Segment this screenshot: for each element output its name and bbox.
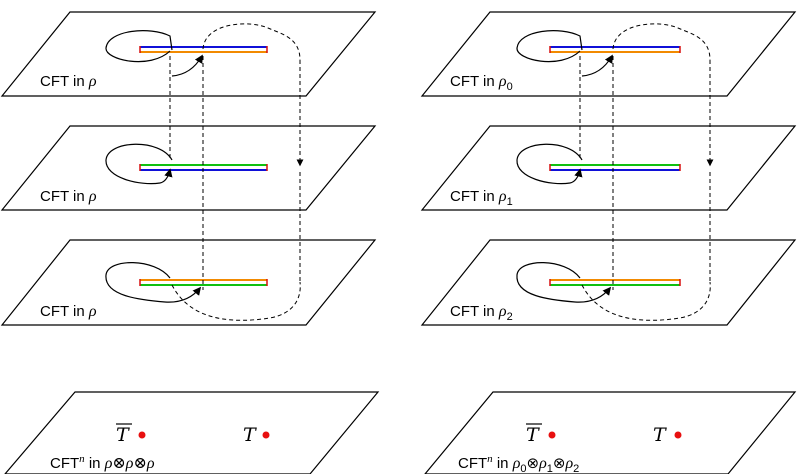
twist-bar-point bbox=[548, 431, 556, 439]
sheet-plane bbox=[424, 391, 797, 474]
dashed-bottom-loop bbox=[581, 281, 711, 321]
twist-bar-point bbox=[138, 431, 146, 439]
replica-label: CFTn in ρ0⊗ρ1⊗ρ2 bbox=[458, 453, 579, 474]
loop-arrow bbox=[171, 54, 203, 77]
sheet-plane bbox=[4, 391, 380, 474]
sheet-plane bbox=[0, 125, 377, 211]
twist-bar-label: T bbox=[526, 424, 540, 446]
monodromy-loop bbox=[105, 30, 173, 63]
twist-point bbox=[674, 431, 682, 439]
sheet-label: CFT in ρ bbox=[40, 73, 97, 90]
sheet-label: CFT in ρ2 bbox=[450, 303, 513, 323]
sheet-label: CFT in ρ bbox=[40, 303, 97, 320]
right-sheet-1: CFT in ρ0 bbox=[420, 11, 797, 97]
twist-label: T bbox=[243, 424, 257, 446]
sheet-plane bbox=[0, 11, 377, 97]
twist-label: T bbox=[653, 424, 667, 446]
dashed-continuation bbox=[612, 23, 711, 61]
loop-arrow bbox=[159, 168, 173, 184]
loop-arrow bbox=[581, 54, 613, 77]
loop-arrow bbox=[569, 168, 583, 184]
monodromy-loop bbox=[105, 143, 173, 185]
left-sheet-3: CFT in ρ bbox=[0, 239, 377, 326]
sheet-plane bbox=[420, 11, 797, 97]
right-bottom-sheet: T T CFTn in ρ0⊗ρ1⊗ρ2 bbox=[424, 391, 797, 474]
monodromy-loop bbox=[516, 143, 583, 185]
monodromy-loop bbox=[105, 262, 202, 303]
left-sheet-1: CFT in ρ bbox=[0, 11, 377, 97]
right-sheet-3: CFT in ρ2 bbox=[420, 239, 797, 326]
right-column: CFT in ρ0 CFT in ρ1 CFT in bbox=[420, 11, 797, 474]
sheet-label: CFT in ρ1 bbox=[450, 188, 513, 208]
left-bottom-sheet: T T CFTn in ρ⊗ρ⊗ρ bbox=[4, 391, 380, 474]
sheet-plane bbox=[420, 239, 797, 326]
replica-label: CFTn in ρ⊗ρ⊗ρ bbox=[50, 453, 155, 472]
monodromy-loop bbox=[516, 30, 583, 63]
left-column: CFT in ρ CFT in ρ CFT in ρ bbox=[0, 11, 380, 474]
left-sheet-2: CFT in ρ bbox=[0, 125, 377, 211]
dashed-bottom-loop bbox=[171, 281, 301, 321]
twist-bar-label: T bbox=[116, 424, 130, 446]
right-sheet-2: CFT in ρ1 bbox=[420, 125, 797, 211]
sheet-plane bbox=[0, 239, 377, 326]
sheet-plane bbox=[420, 125, 797, 211]
sheet-label: CFT in ρ0 bbox=[450, 73, 513, 93]
twist-point bbox=[262, 431, 270, 439]
dashed-continuation bbox=[202, 23, 301, 61]
monodromy-loop bbox=[516, 262, 612, 303]
sheet-label: CFT in ρ bbox=[40, 188, 97, 205]
